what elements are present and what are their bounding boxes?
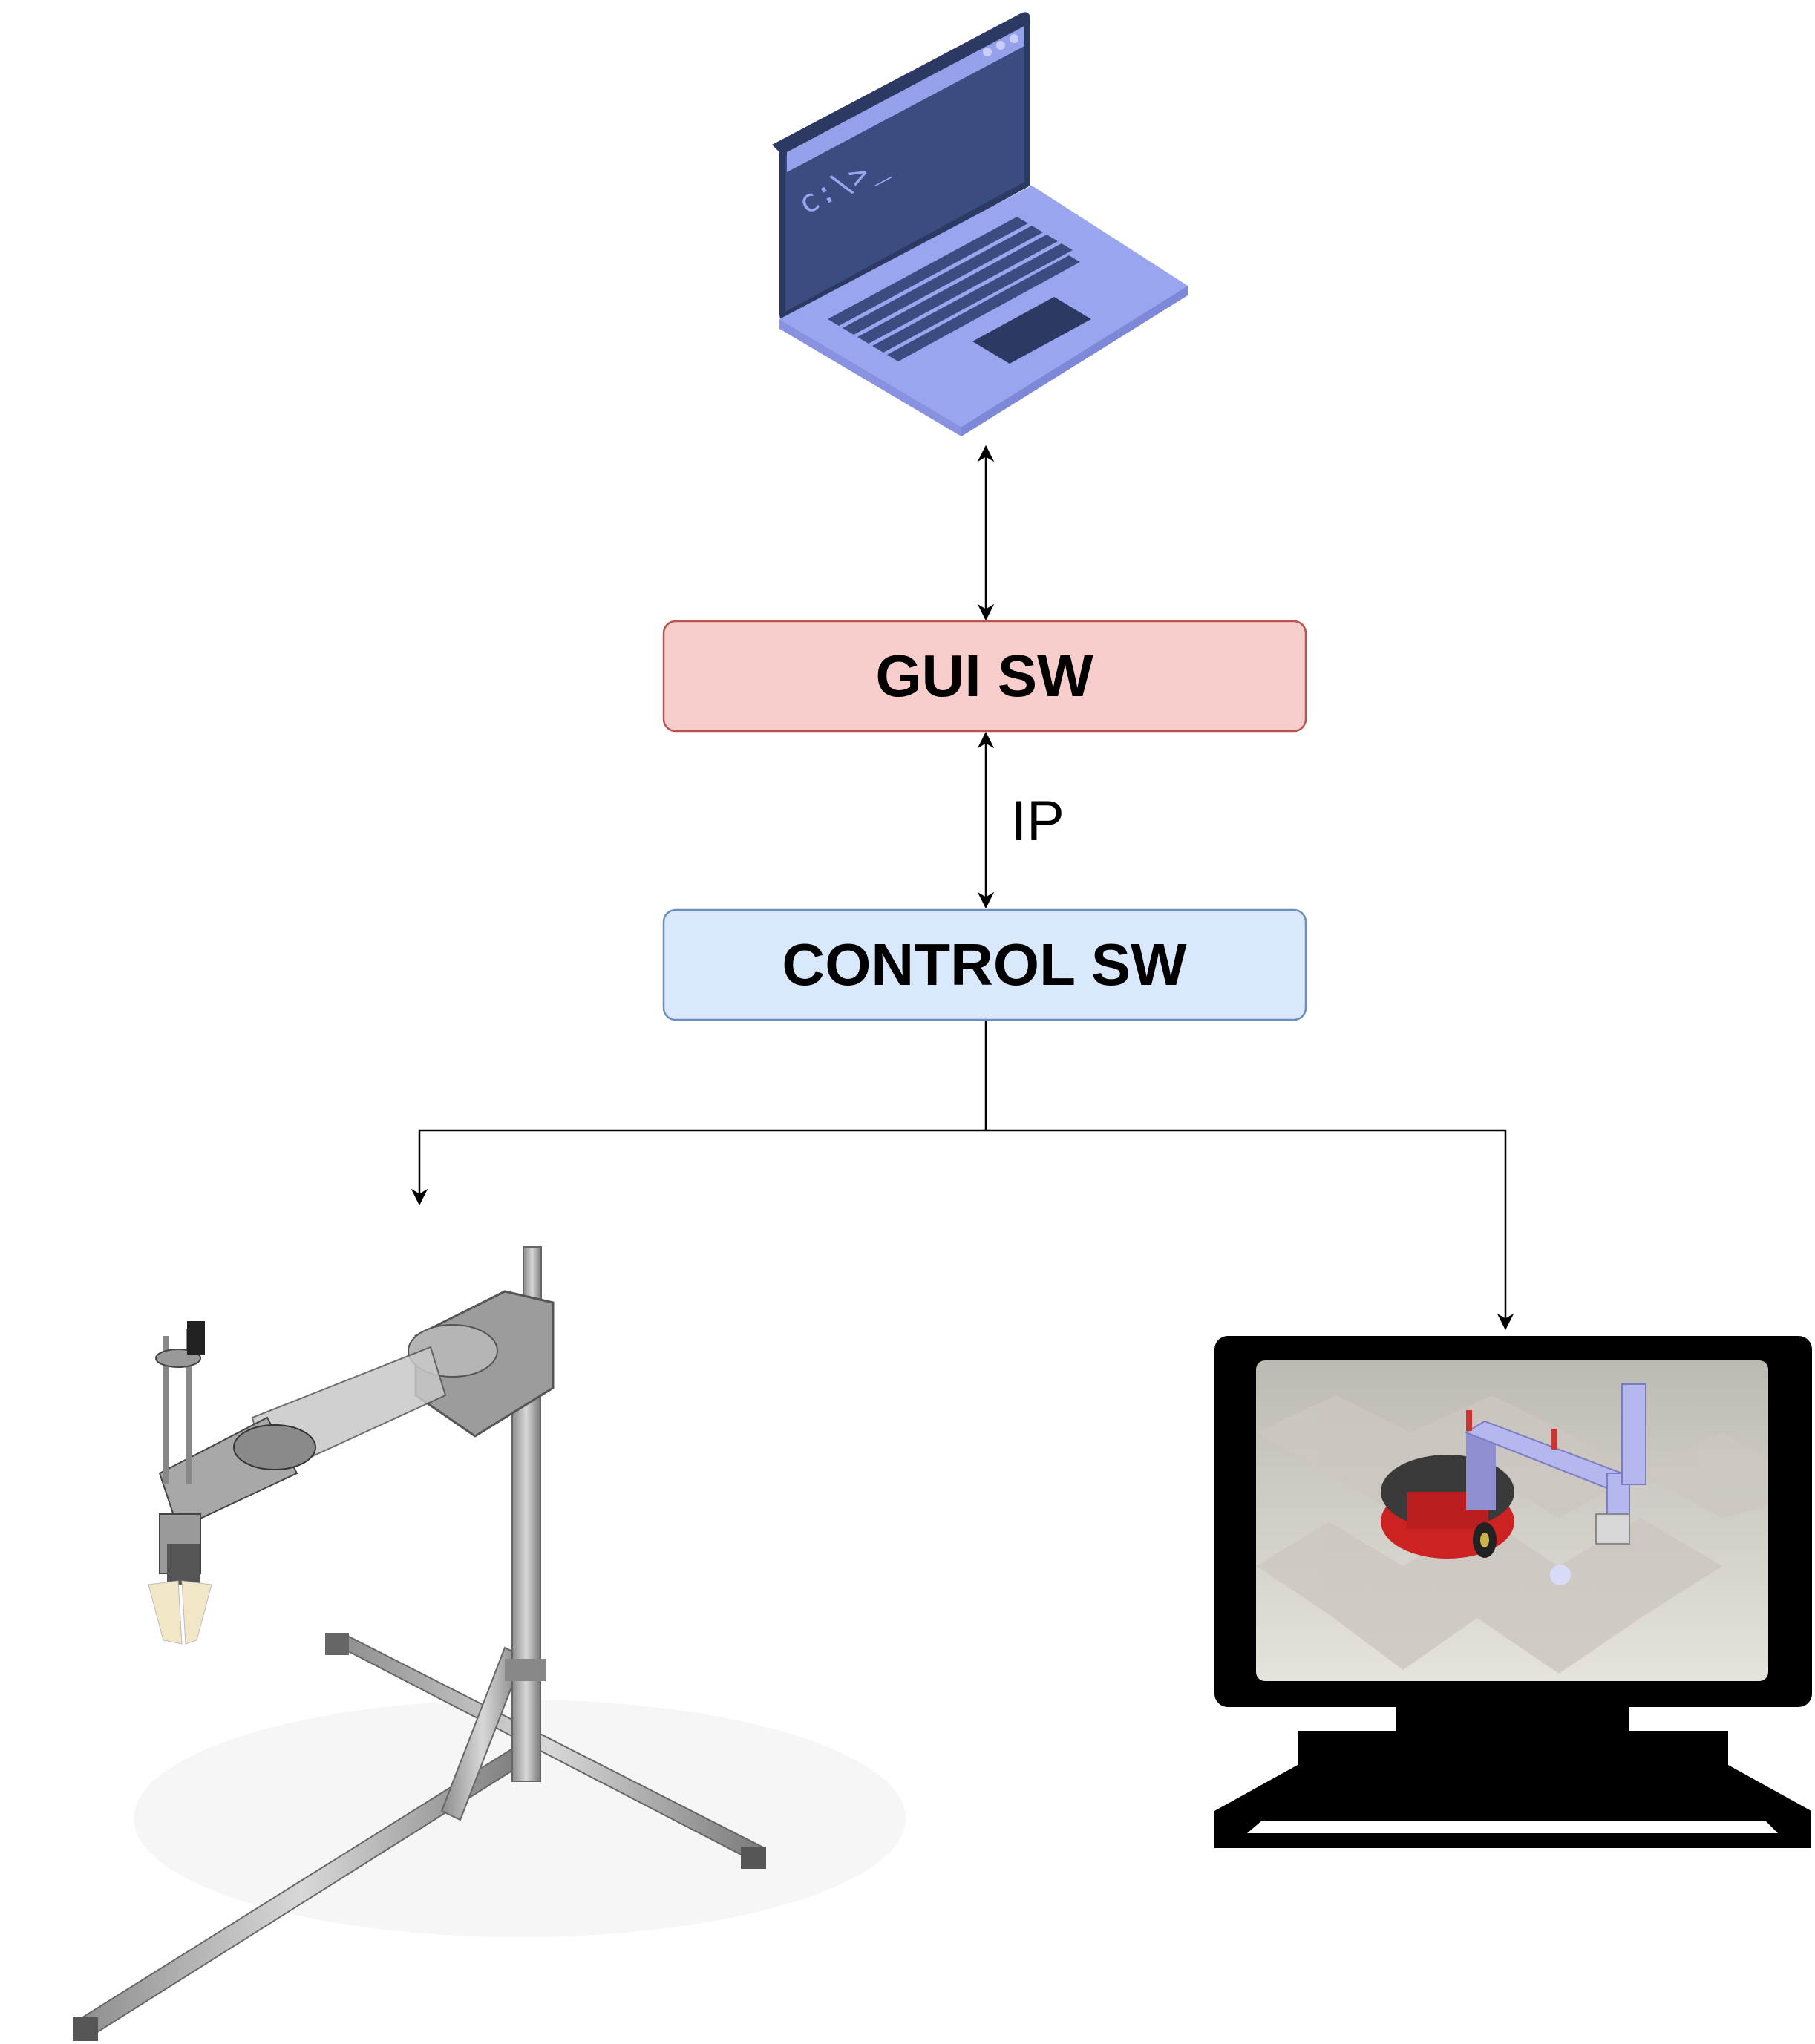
gui-sw-label: GUI SW: [875, 643, 1093, 709]
edge-control-robot-arm: [411, 1129, 986, 1206]
control-sw-node: CONTROL SW: [662, 908, 1307, 1021]
edge-control-monitor: [986, 1129, 1514, 1331]
control-sw-label: CONTROL SW: [782, 931, 1187, 998]
gui-sw-node: GUI SW: [662, 620, 1307, 733]
laptop-icon: c:\>_: [772, 12, 1188, 436]
scara-robot-arm-image: [73, 1246, 906, 2041]
edge-label-ip: IP: [1011, 790, 1065, 853]
monitor-simulation-icon: [1214, 1336, 1812, 1848]
